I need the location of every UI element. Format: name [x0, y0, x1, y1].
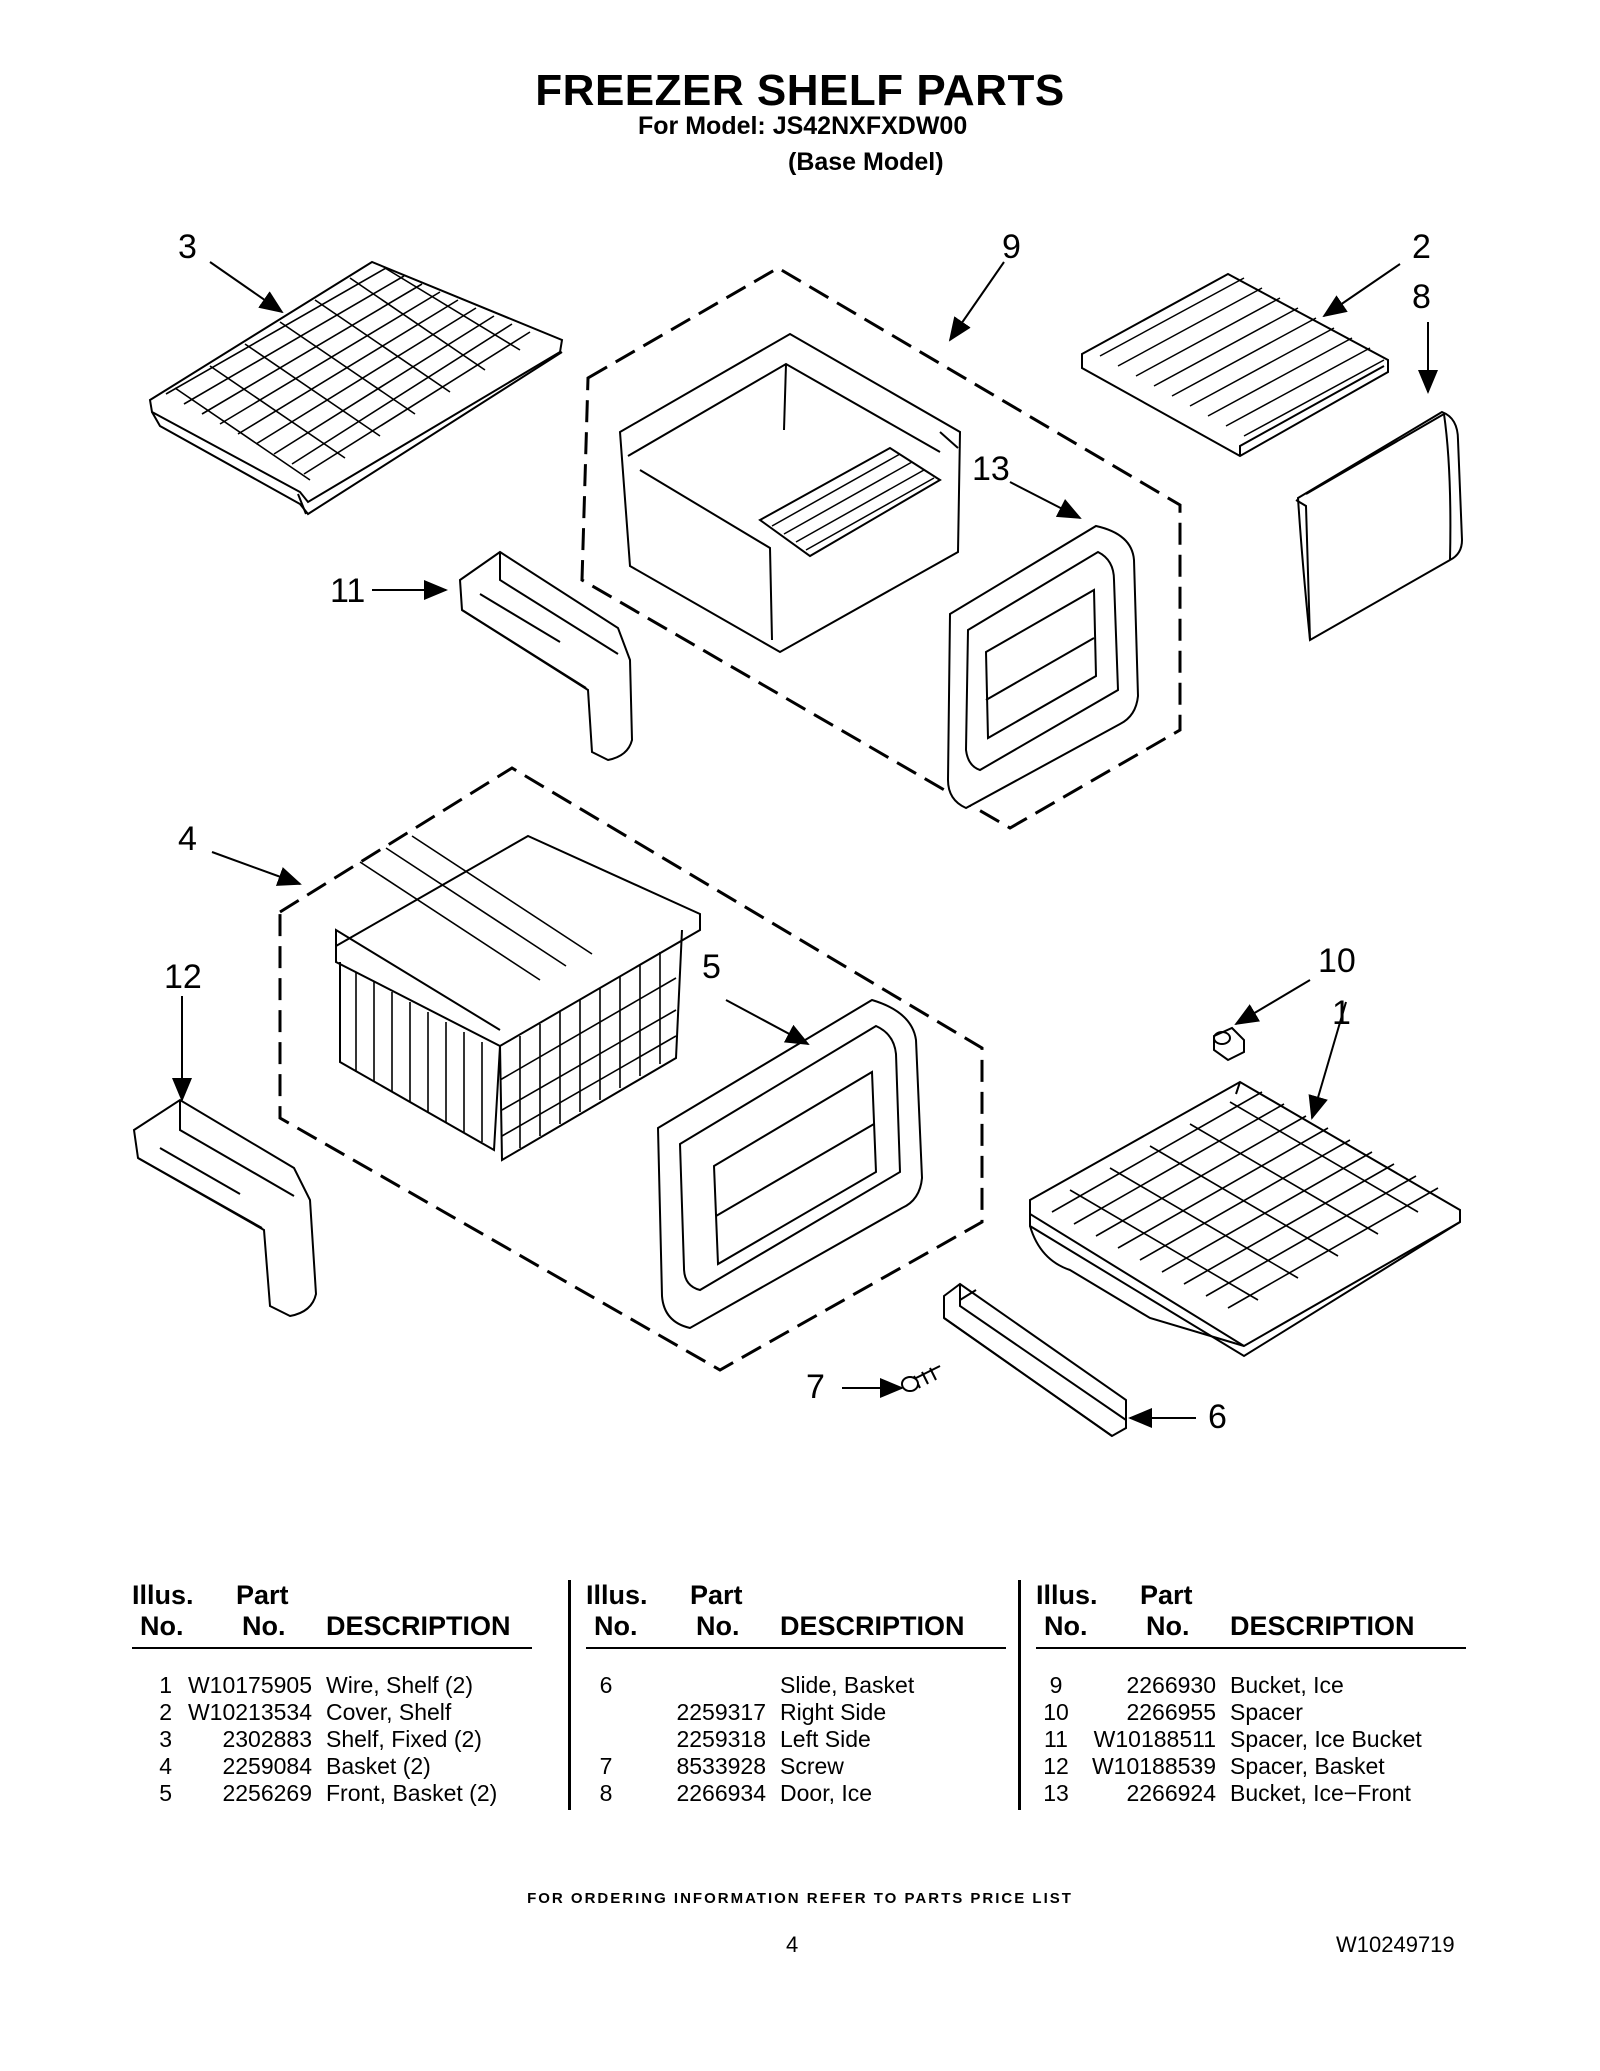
part-no-header: No. [242, 1611, 286, 1641]
ice-bucket-drawing [618, 332, 962, 654]
table-row: 9 2266930 Bucket, Ice [1049, 1672, 1344, 1698]
table-row: 5 2256269 Front, Basket (2) [159, 1780, 498, 1806]
part-no-header: No. [1146, 1611, 1190, 1641]
illus-no-header: No. [140, 1611, 184, 1641]
table-row: 3 2302883 Shelf, Fixed (2) [159, 1726, 482, 1752]
table-row: 8 2266934 Door, Ice [599, 1780, 873, 1806]
description-header: DESCRIPTION [1230, 1611, 1415, 1641]
illus-no-header: No. [1044, 1611, 1088, 1641]
table-row: 6 Slide, Basket [599, 1672, 915, 1698]
part-no-header: No. [696, 1611, 740, 1641]
header-rule [586, 1647, 1006, 1649]
basket-front-drawing [656, 998, 924, 1330]
callout-13: 13 [972, 450, 1010, 488]
ice-bucket-group-outline [580, 266, 1182, 830]
base-model-label: (Base Model) [788, 148, 944, 176]
callout-2: 2 [1412, 228, 1431, 266]
table-row: 13 2266924 Bucket, Ice−Front [1043, 1780, 1411, 1806]
column-divider [568, 1580, 571, 1810]
page-title: FREEZER SHELF PARTS [535, 66, 1065, 115]
callout-10: 10 [1318, 942, 1356, 980]
document-number: W10249719 [1336, 1932, 1455, 1957]
screw-drawing [901, 1365, 941, 1392]
callout-8: 8 [1412, 278, 1431, 316]
spacer-ice-bucket-drawing [458, 550, 634, 762]
table-row: 2259318 Left Side [676, 1726, 871, 1752]
spacer-drawing [1213, 1026, 1245, 1062]
table-row: 12 W10188539 Spacer, Basket [1043, 1753, 1385, 1779]
table-row: 1 W10175905 Wire, Shelf (2) [159, 1672, 473, 1698]
spacer-basket-drawing [132, 1098, 318, 1318]
leader-arrows [172, 261, 1438, 1428]
wire-basket-drawing [335, 834, 701, 1162]
table-row: 7 8533928 Screw [599, 1753, 844, 1779]
callout-7: 7 [806, 1368, 825, 1406]
callout-11: 11 [330, 572, 366, 610]
model-line: For Model: JS42NXFXDW00 [638, 112, 968, 140]
callout-9: 9 [1002, 228, 1021, 266]
page-number: 4 [786, 1932, 799, 1957]
table-row: 2259317 Right Side [676, 1699, 887, 1725]
column-divider [1018, 1580, 1021, 1810]
illus-header: Illus. [1036, 1580, 1098, 1610]
callout-12: 12 [164, 958, 202, 996]
table-row: 11 W10188511 Spacer, Ice Bucket [1044, 1726, 1422, 1752]
cover-shelf-drawing [1081, 272, 1389, 458]
illus-no-header: No. [594, 1611, 638, 1641]
table-row: 10 2266955 Spacer [1043, 1699, 1303, 1725]
table-row: 4 2259084 Basket (2) [159, 1753, 431, 1779]
illus-header: Illus. [132, 1580, 194, 1610]
illus-header: Illus. [586, 1580, 648, 1610]
wire-shelf-drawing [1029, 1080, 1461, 1358]
ice-bucket-front-drawing [946, 524, 1140, 810]
part-header: Part [1140, 1580, 1193, 1610]
callout-5: 5 [702, 948, 721, 986]
table-row: 2 W10213534 Cover, Shelf [159, 1699, 452, 1725]
description-header: DESCRIPTION [326, 1611, 511, 1641]
fixed-shelf-drawing [148, 260, 564, 516]
description-header: DESCRIPTION [780, 1611, 965, 1641]
callout-3: 3 [178, 228, 197, 266]
ice-door-drawing [1295, 410, 1464, 642]
callout-4: 4 [178, 820, 197, 858]
header-rule [132, 1647, 532, 1649]
basket-group-outline [278, 766, 984, 1372]
part-header: Part [690, 1580, 743, 1610]
slide-basket-drawing [943, 1282, 1127, 1438]
callout-1: 1 [1332, 994, 1351, 1032]
ordering-note: FOR ORDERING INFORMATION REFER TO PARTS … [527, 1890, 1073, 1907]
exploded-parts-diagram [132, 260, 1464, 1438]
part-header: Part [236, 1580, 289, 1610]
header-rule [1036, 1647, 1466, 1649]
callout-6: 6 [1208, 1398, 1227, 1436]
